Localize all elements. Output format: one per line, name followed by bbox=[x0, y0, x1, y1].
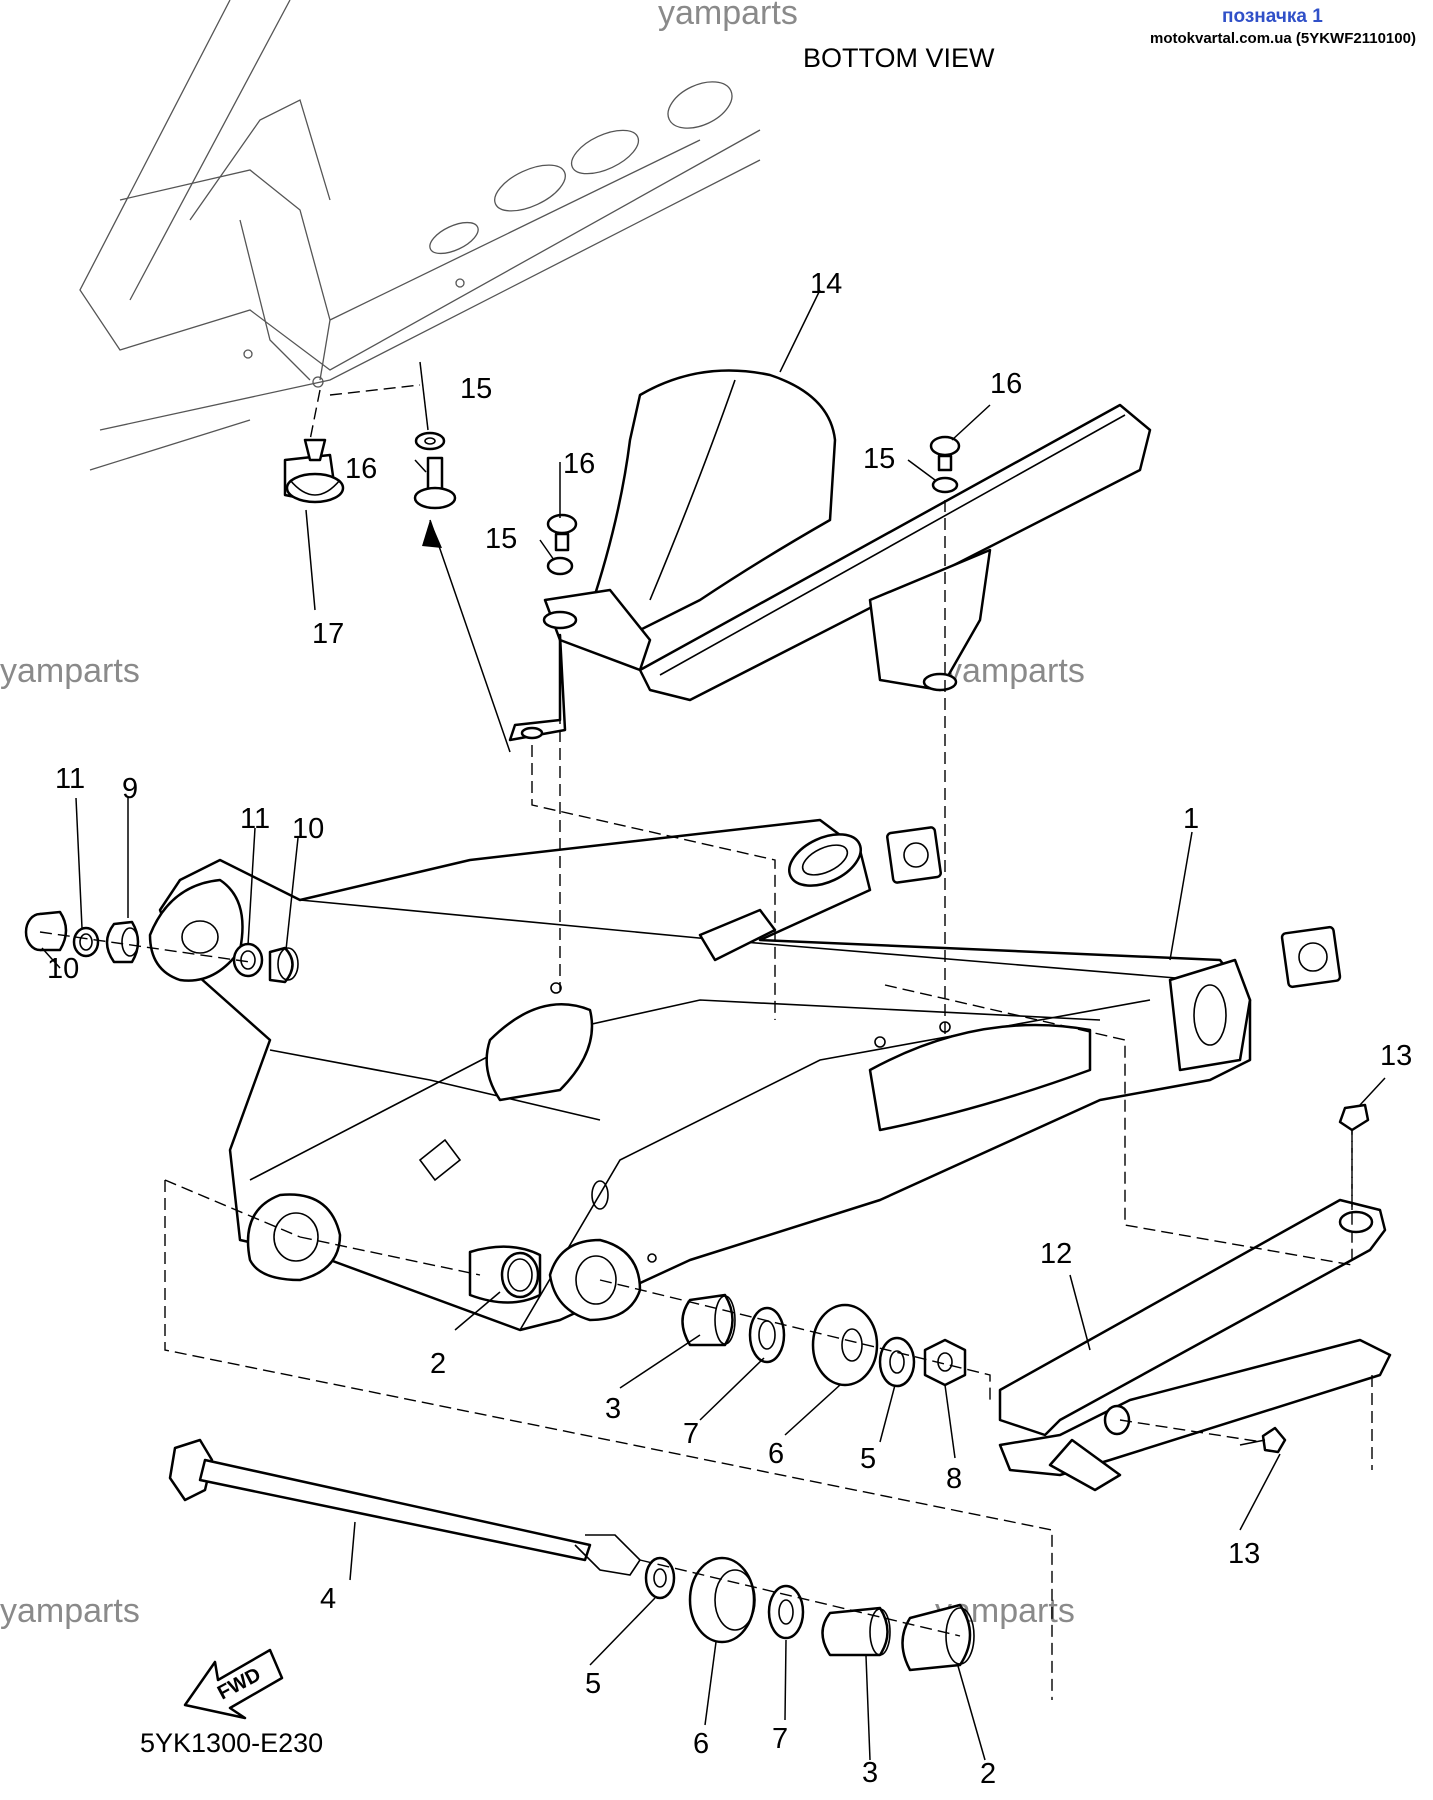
diagram-code: 5YK1300-E230 bbox=[140, 1728, 323, 1758]
callout-4: 4 bbox=[320, 1583, 336, 1615]
leader-lines bbox=[41, 289, 1386, 1761]
frame-ghost bbox=[79, 0, 761, 471]
callout-7: 7 bbox=[772, 1723, 788, 1755]
callout-15: 15 bbox=[863, 443, 895, 475]
callout-14: 14 bbox=[810, 268, 842, 300]
callout-9: 9 bbox=[122, 773, 138, 805]
swingarm bbox=[148, 818, 1342, 1332]
watermark: yamparts bbox=[0, 1592, 140, 1630]
watermark: yamparts bbox=[945, 652, 1085, 690]
chain-guard bbox=[508, 369, 1152, 742]
callout-13: 13 bbox=[1228, 1538, 1260, 1570]
callout-16: 16 bbox=[563, 448, 595, 480]
fasteners-upper bbox=[283, 431, 961, 576]
callout-11: 11 bbox=[240, 803, 270, 835]
callout-2: 2 bbox=[430, 1348, 446, 1380]
callout-2: 2 bbox=[980, 1758, 996, 1790]
torque-rod bbox=[998, 1103, 1392, 1492]
bookmark-title[interactable]: позначка 1 bbox=[1222, 6, 1323, 27]
view-caption: BOTTOM VIEW bbox=[803, 43, 995, 73]
watermark: yamparts bbox=[0, 652, 140, 690]
callout-16: 16 bbox=[345, 453, 377, 485]
callout-6: 6 bbox=[693, 1728, 709, 1760]
callout-15: 15 bbox=[460, 373, 492, 405]
callout-3: 3 bbox=[862, 1757, 878, 1789]
fwd-arrow-icon: FWD bbox=[183, 1648, 284, 1720]
callout-11: 11 bbox=[55, 763, 85, 795]
callout-1: 1 bbox=[1183, 803, 1199, 835]
callout-3: 3 bbox=[605, 1393, 621, 1425]
callout-10: 10 bbox=[47, 953, 79, 985]
callout-17: 17 bbox=[312, 618, 344, 650]
callout-13: 13 bbox=[1380, 1040, 1412, 1072]
callout-6: 6 bbox=[768, 1438, 784, 1470]
callout-10: 10 bbox=[292, 813, 324, 845]
callout-15: 15 bbox=[485, 523, 517, 555]
callout-5: 5 bbox=[860, 1443, 876, 1475]
watermark: yamparts bbox=[658, 0, 798, 32]
callout-labels: 1 2 2 3 3 4 5 5 6 6 7 7 8 9 10 10 11 11 … bbox=[47, 268, 1412, 1790]
assembly-lines bbox=[39, 384, 1373, 1700]
pivot-hardware-lower bbox=[468, 1245, 967, 1388]
callout-8: 8 bbox=[946, 1463, 962, 1495]
pivot-shaft bbox=[168, 1438, 975, 1672]
callout-12: 12 bbox=[1040, 1238, 1072, 1270]
callout-5: 5 bbox=[585, 1668, 601, 1700]
bookmark-source: motokvartal.com.ua (5YKWF2110100) bbox=[1150, 30, 1416, 47]
callout-7: 7 bbox=[683, 1418, 699, 1450]
callout-16: 16 bbox=[990, 368, 1022, 400]
